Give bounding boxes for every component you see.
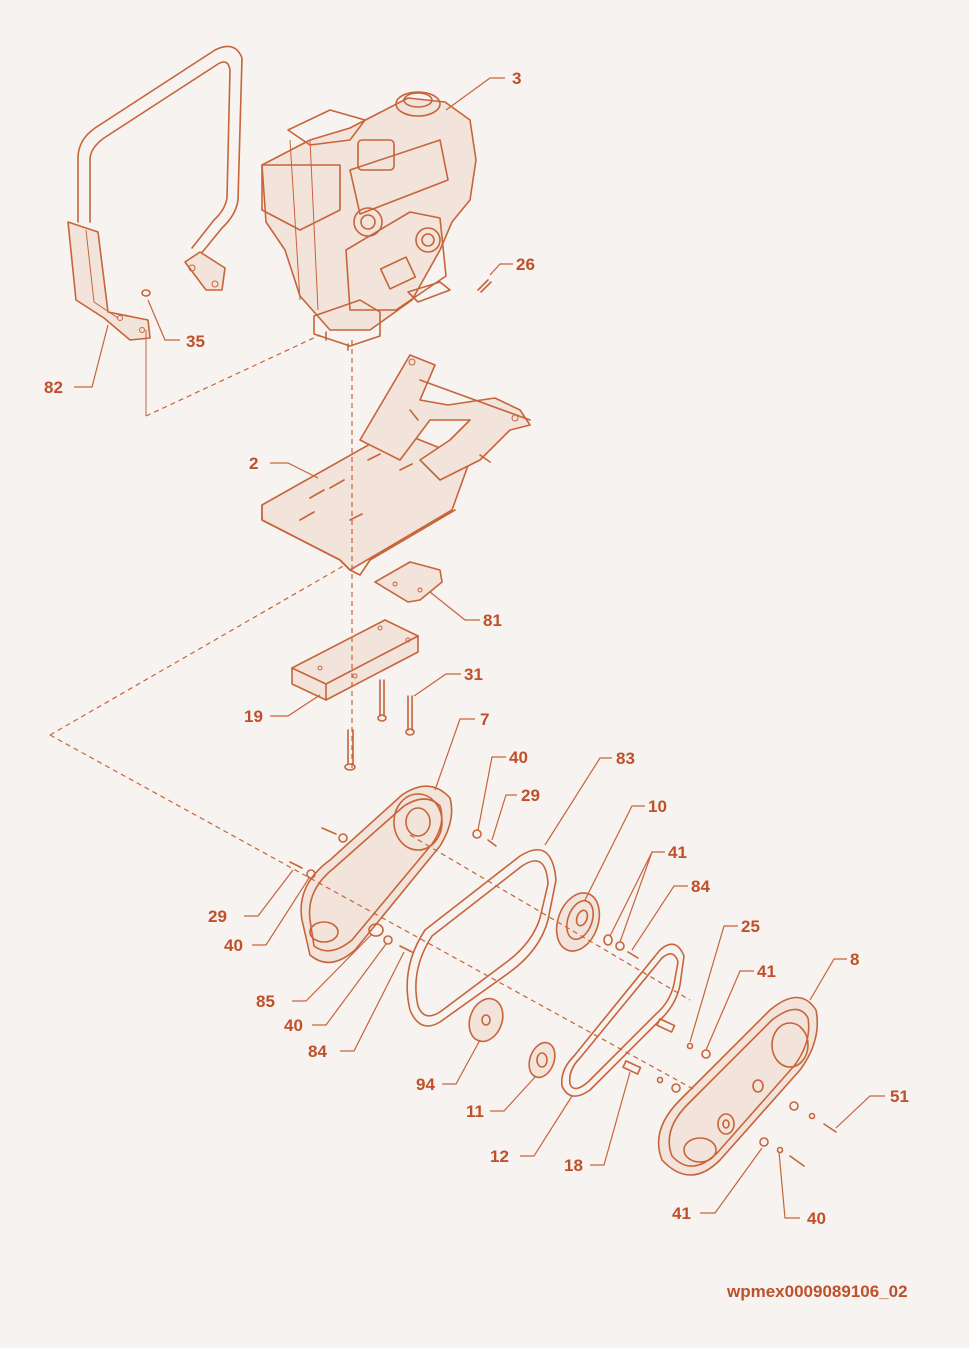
hardware-left bbox=[289, 827, 497, 953]
callout-31: 31 bbox=[464, 665, 483, 684]
callout-12: 12 bbox=[490, 1147, 509, 1166]
callout-labels: 3 26 35 82 2 81 31 19 7 40 29 83 10 41 8… bbox=[44, 69, 909, 1228]
callout-18: 18 bbox=[564, 1156, 583, 1175]
callout-41-bottom: 41 bbox=[672, 1204, 691, 1223]
callout-8: 8 bbox=[850, 950, 859, 969]
bolts-31 bbox=[344, 679, 415, 771]
reference-code: wpmex0009089106_02 bbox=[726, 1282, 908, 1301]
callout-94: 94 bbox=[416, 1075, 435, 1094]
callout-40-mid: 40 bbox=[284, 1016, 303, 1035]
callout-11: 11 bbox=[466, 1102, 484, 1121]
callout-41-right: 41 bbox=[757, 962, 776, 981]
handle-bar bbox=[77, 45, 243, 291]
callout-40-left: 40 bbox=[224, 936, 243, 955]
chain-12 bbox=[560, 943, 685, 1097]
callout-29-left: 29 bbox=[208, 907, 227, 926]
block-19 bbox=[291, 619, 419, 701]
callout-29-top: 29 bbox=[521, 786, 540, 805]
engine bbox=[261, 91, 477, 351]
pulley-10 bbox=[555, 892, 639, 959]
callout-84-bottom: 84 bbox=[308, 1042, 327, 1061]
assembly-lines bbox=[49, 330, 696, 1091]
callout-83: 83 bbox=[616, 749, 635, 768]
bracket-81 bbox=[374, 561, 443, 603]
side-bracket bbox=[67, 221, 151, 341]
callout-10: 10 bbox=[648, 797, 667, 816]
callout-7: 7 bbox=[480, 710, 489, 729]
sprocket-11 bbox=[528, 1041, 556, 1079]
callout-84-top: 84 bbox=[691, 877, 710, 896]
pin-26 bbox=[477, 279, 492, 293]
callout-85: 85 bbox=[256, 992, 275, 1011]
cover-8 bbox=[657, 996, 837, 1176]
callout-40-top: 40 bbox=[509, 748, 528, 767]
washer-94 bbox=[468, 997, 504, 1043]
callout-35: 35 bbox=[186, 332, 205, 351]
callout-19: 19 bbox=[244, 707, 263, 726]
callout-25: 25 bbox=[741, 917, 760, 936]
callout-41-top: 41 bbox=[668, 843, 687, 862]
callout-2: 2 bbox=[249, 454, 258, 473]
washer-35 bbox=[141, 289, 151, 297]
callout-3: 3 bbox=[512, 69, 521, 88]
callout-26: 26 bbox=[516, 255, 535, 274]
base-plate bbox=[261, 354, 531, 576]
belt-83 bbox=[406, 848, 557, 1027]
leader-lines bbox=[74, 77, 885, 1219]
callout-82: 82 bbox=[44, 378, 63, 397]
callout-81: 81 bbox=[483, 611, 502, 630]
callout-51: 51 bbox=[890, 1087, 909, 1106]
chain-guard-7 bbox=[300, 785, 453, 964]
callout-40-bottom: 40 bbox=[807, 1209, 826, 1228]
key-18 bbox=[622, 1018, 676, 1075]
